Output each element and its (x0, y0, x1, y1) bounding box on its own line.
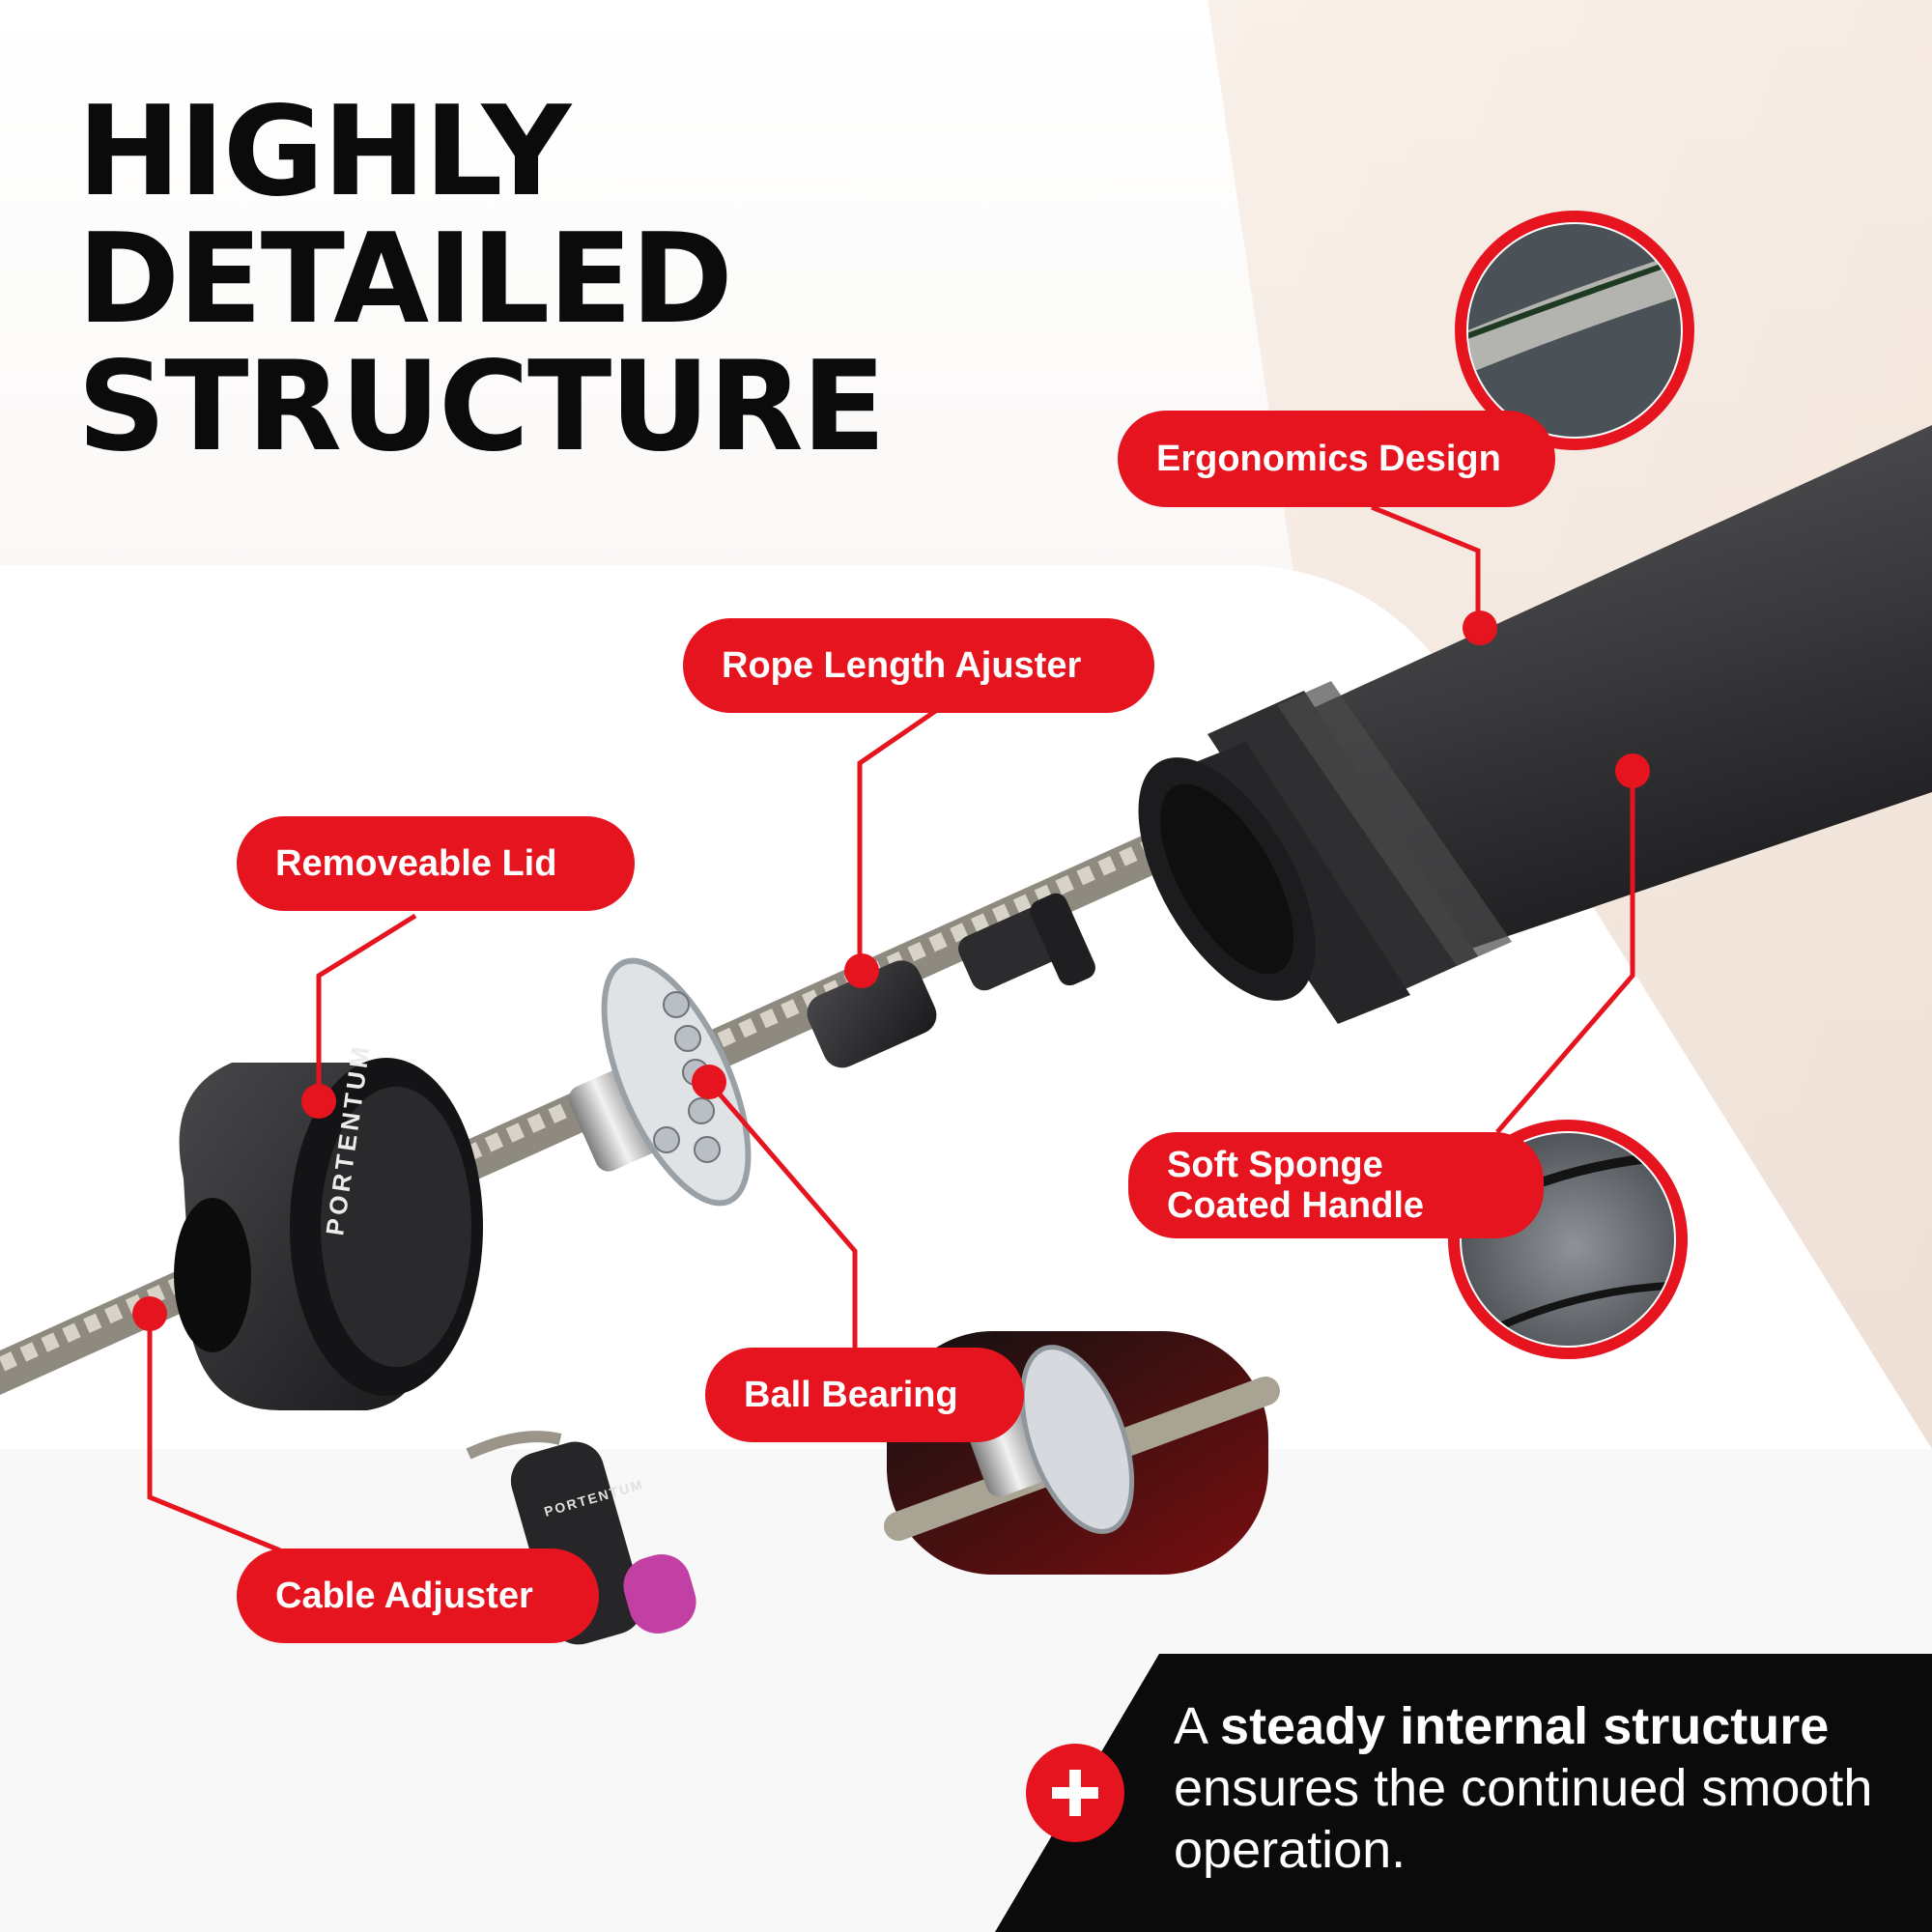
title-line-1: HIGHLY (77, 80, 571, 224)
tagline: A steady internal structure ensures the … (1174, 1695, 1908, 1881)
zoom-ergonomics (1455, 211, 1694, 450)
title-line-3: STRUCTURE (77, 335, 886, 479)
plus-icon (1026, 1744, 1124, 1842)
tagline-bold: steady internal structure (1220, 1697, 1830, 1755)
callout-removeable-lid: Removeable Lid (237, 816, 635, 911)
tagline-rest: ensures the continued smooth operation. (1174, 1759, 1873, 1879)
callout-soft-sponge-coated-handle: Soft Sponge Coated Handle (1128, 1132, 1544, 1238)
tagline-prefix: A (1174, 1697, 1221, 1755)
callout-ergonomics-design: Ergonomics Design (1118, 411, 1555, 507)
title-line-2: DETAILED (77, 208, 733, 352)
callout-soft-sponge-line1: Soft Sponge (1167, 1145, 1383, 1185)
callout-rope-length-adjuster: Rope Length Ajuster (683, 618, 1154, 713)
callout-soft-sponge-line2: Coated Handle (1167, 1185, 1425, 1226)
callout-ball-bearing: Ball Bearing (705, 1348, 1024, 1442)
removeable-lid (174, 1058, 483, 1410)
page-title: HIGHLY DETAILED STRUCTURE (77, 80, 886, 479)
handle (1138, 425, 1932, 1024)
ball-bearing (568, 957, 752, 1207)
rope-length-adjuster (807, 893, 1095, 1068)
callout-leaders (147, 504, 1635, 1553)
callout-cable-adjuster: Cable Adjuster (237, 1548, 599, 1643)
callout-dots (132, 611, 1650, 1331)
